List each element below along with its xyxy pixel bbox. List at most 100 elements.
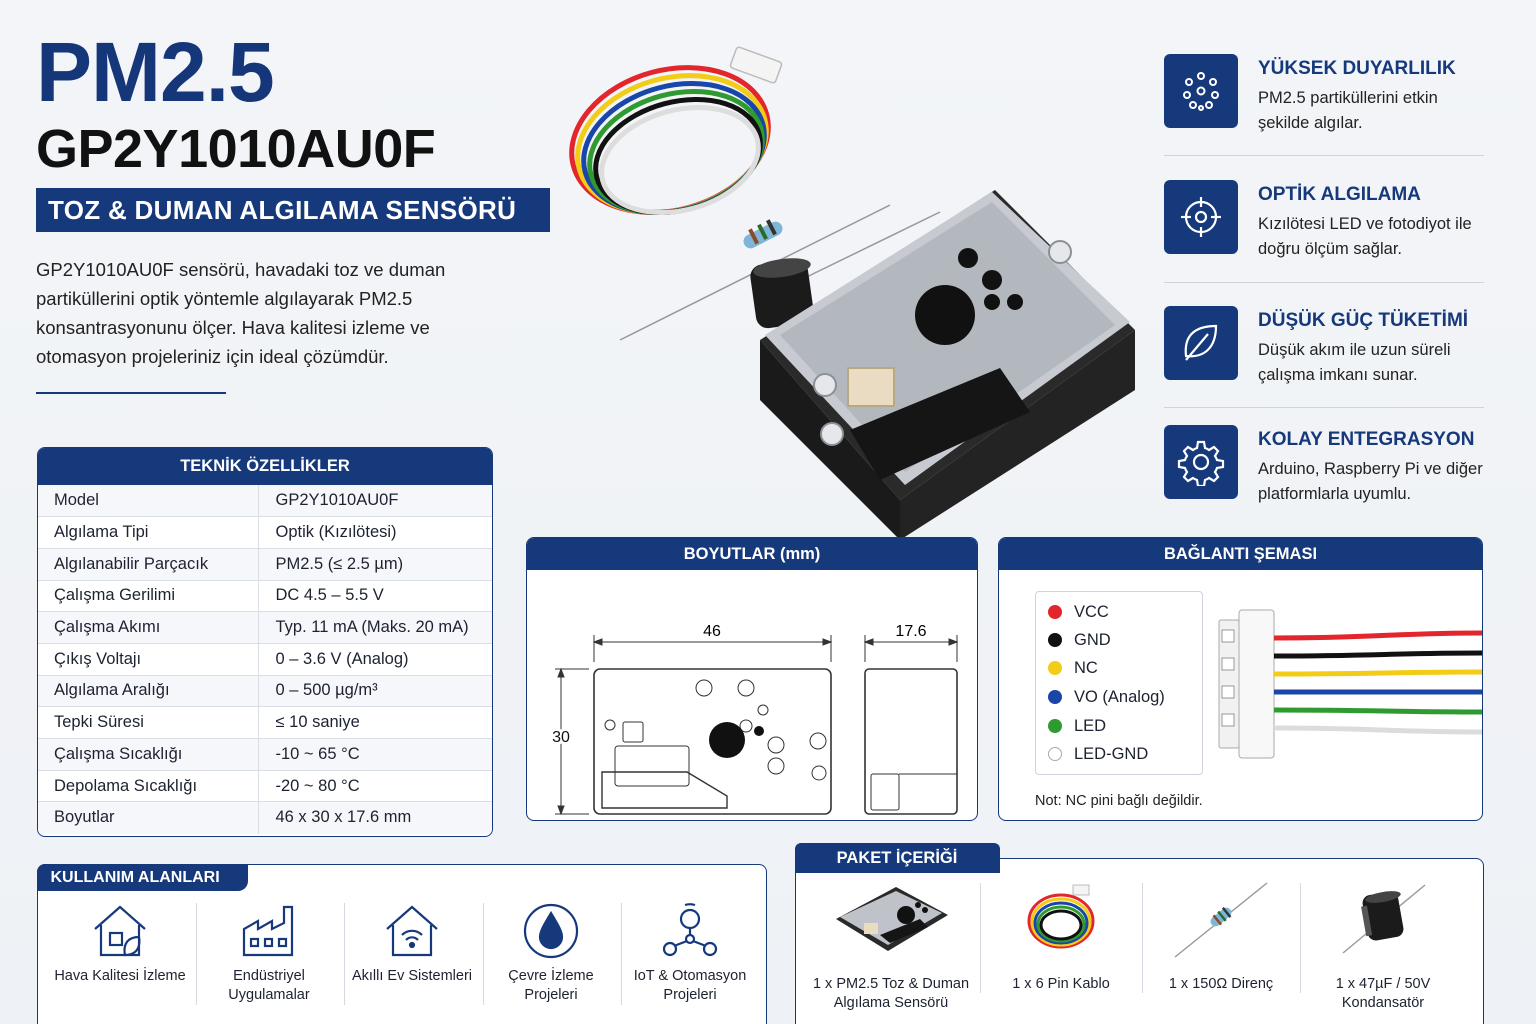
- spec-value: DC 4.5 – 5.5 V: [258, 580, 492, 613]
- table-row: Depolama Sıcaklığı-20 ~ 80 °C: [38, 770, 492, 803]
- package-label: 1 x 47µF / 50V Kondansatör: [1335, 976, 1431, 1011]
- spec-key: Çalışma Sıcaklığı: [38, 738, 259, 771]
- table-row: Çalışma Sıcaklığı-10 ~ 65 °C: [38, 738, 492, 771]
- pin-legend: VCC GND NC VO (Analog) LED LED-GND: [1035, 591, 1203, 775]
- feature-desc: Kızılötesi LED ve fotodiyot ile doğru öl…: [1258, 215, 1472, 258]
- cable-thumbnail: [1027, 884, 1095, 949]
- sensor-thumbnail: [836, 887, 948, 951]
- spec-key: Boyutlar: [38, 801, 259, 834]
- feature-title: YÜKSEK DUYARLILIK: [1258, 58, 1456, 79]
- package-label: 1 x PM2.5 Toz & Duman Algılama Sensörü: [812, 976, 970, 1011]
- connection-title: BAĞLANTI ŞEMASI: [999, 538, 1482, 570]
- pin-label: LED: [1074, 716, 1107, 735]
- divider: [621, 903, 622, 1005]
- spec-value: 0 – 3.6 V (Analog): [258, 643, 492, 676]
- spec-key: Çalışma Gerilimi: [38, 580, 259, 613]
- pin-item: LED-GND: [1048, 742, 1148, 766]
- spec-value: Typ. 11 mA (Maks. 20 mA): [258, 611, 492, 644]
- resistor-thumbnail: [1174, 882, 1268, 958]
- usage-item: Çevre İzleme Projeleri: [481, 901, 621, 1021]
- house-leaf-icon: [94, 905, 146, 957]
- feature-title: KOLAY ENTEGRASYON: [1258, 429, 1475, 450]
- particles-icon: [1164, 54, 1238, 128]
- usage-label: Akıllı Ev Sistemleri: [351, 968, 473, 984]
- feature-item: DÜŞÜK GÜÇ TÜKETİMİ Düşük akım ile uzun s…: [1164, 306, 1484, 416]
- divider: [1142, 883, 1143, 993]
- feature-item: YÜKSEK DUYARLILIK PM2.5 partiküllerini e…: [1164, 54, 1484, 164]
- smart-home-icon: [386, 905, 438, 957]
- sensor-hole: [709, 722, 745, 758]
- usage-label: Çevre İzleme Projeleri: [508, 968, 594, 1003]
- usage-item: IoT & Otomasyon Projeleri: [620, 901, 760, 1021]
- spec-value: Optik (Kızılötesi): [258, 516, 492, 549]
- divider: [980, 883, 981, 993]
- pin-label: GND: [1074, 630, 1111, 649]
- usage-label: IoT & Otomasyon Projeleri: [633, 968, 747, 1003]
- package-title: PAKET İÇERİĞİ: [794, 843, 1000, 873]
- pin-item: VO (Analog): [1048, 685, 1165, 709]
- package-panel: PAKET İÇERİĞİ 1 x PM2.5 Toz & Duman Algı…: [794, 843, 1484, 1024]
- page-title: PM2.5: [36, 25, 275, 119]
- package-label: 1 x 6 Pin Kablo: [1012, 976, 1110, 992]
- feature-desc: Düşük akım ile uzun süreli çalışma imkan…: [1258, 341, 1451, 384]
- dimensions-panel: BOYUTLAR (mm): [526, 537, 978, 821]
- spec-value: 0 – 500 µg/m³: [258, 675, 492, 708]
- pin-color-dot: [1048, 605, 1062, 619]
- usage-item: Endüstriyel Uygulamalar: [199, 901, 339, 1021]
- feature-item: KOLAY ENTEGRASYON Arduino, Raspberry Pi …: [1164, 425, 1484, 535]
- spec-table-title: TEKNİK ÖZELLİKLER: [38, 448, 492, 485]
- pin-color-dot: [1048, 719, 1062, 733]
- spec-value: ≤ 10 saniye: [258, 706, 492, 739]
- connection-note: Not: NC pini bağlı değildir.: [1035, 793, 1203, 809]
- package-item: 1 x 47µF / 50V Kondansatör: [1298, 879, 1468, 1019]
- pin-label: NC: [1074, 658, 1098, 677]
- pin-label: LED-GND: [1074, 744, 1149, 763]
- divider: [1164, 407, 1484, 408]
- package-item: 1 x 6 Pin Kablo: [976, 879, 1146, 1019]
- model-name: GP2Y1010AU0F: [36, 119, 436, 179]
- spec-key: Algılanabilir Parçacık: [38, 548, 259, 581]
- pin-color-dot: [1048, 633, 1062, 647]
- spec-key: Çalışma Akımı: [38, 611, 259, 644]
- spec-value: -10 ~ 65 °C: [258, 738, 492, 771]
- pin-item: NC: [1048, 656, 1098, 680]
- product-illustration: [569, 46, 1135, 540]
- spec-key: Tepki Süresi: [38, 706, 259, 739]
- drop-leaf-icon: [523, 903, 579, 959]
- usage-title: KULLANIM ALANLARI: [36, 863, 248, 891]
- capacitor-thumbnail: [1342, 884, 1426, 954]
- pin-label: VO (Analog): [1074, 687, 1165, 706]
- usage-label: Hava Kalitesi İzleme: [54, 968, 186, 984]
- pin-item: VCC: [1048, 600, 1109, 624]
- divider: [196, 903, 197, 1005]
- spec-key: Algılama Aralığı: [38, 675, 259, 708]
- connection-panel: BAĞLANTI ŞEMASI VCC GND NC VO (Analog) L…: [998, 537, 1483, 821]
- divider: [344, 903, 345, 1005]
- pin-label: VCC: [1074, 602, 1109, 621]
- spec-key: Çıkış Voltajı: [38, 643, 259, 676]
- depth-label: 17.6: [895, 623, 926, 640]
- usage-item: Akıllı Ev Sistemleri: [342, 901, 482, 1021]
- divider: [1164, 282, 1484, 283]
- factory-icon: [242, 905, 294, 957]
- crosshair-icon: [1164, 180, 1238, 254]
- pin-color-dot: [1048, 661, 1062, 675]
- sensor-image: [760, 190, 1135, 540]
- pin-color-dot: [1048, 747, 1062, 761]
- pin-color-dot: [1048, 690, 1062, 704]
- spec-value: GP2Y1010AU0F: [258, 485, 492, 518]
- table-row: Tepki Süresi≤ 10 saniye: [38, 706, 492, 739]
- package-item: 1 x 150Ω Direnç: [1136, 879, 1306, 1019]
- divider: [36, 392, 226, 394]
- package-item: 1 x PM2.5 Toz & Duman Algılama Sensörü: [806, 879, 976, 1019]
- capacitor-image: [750, 211, 941, 329]
- divider: [1164, 155, 1484, 156]
- dimensions-drawing: 46 17.6 30: [549, 623, 959, 816]
- feature-item: OPTİK ALGILAMA Kızılötesi LED ve fotodiy…: [1164, 180, 1484, 290]
- pin-item: LED: [1048, 714, 1106, 738]
